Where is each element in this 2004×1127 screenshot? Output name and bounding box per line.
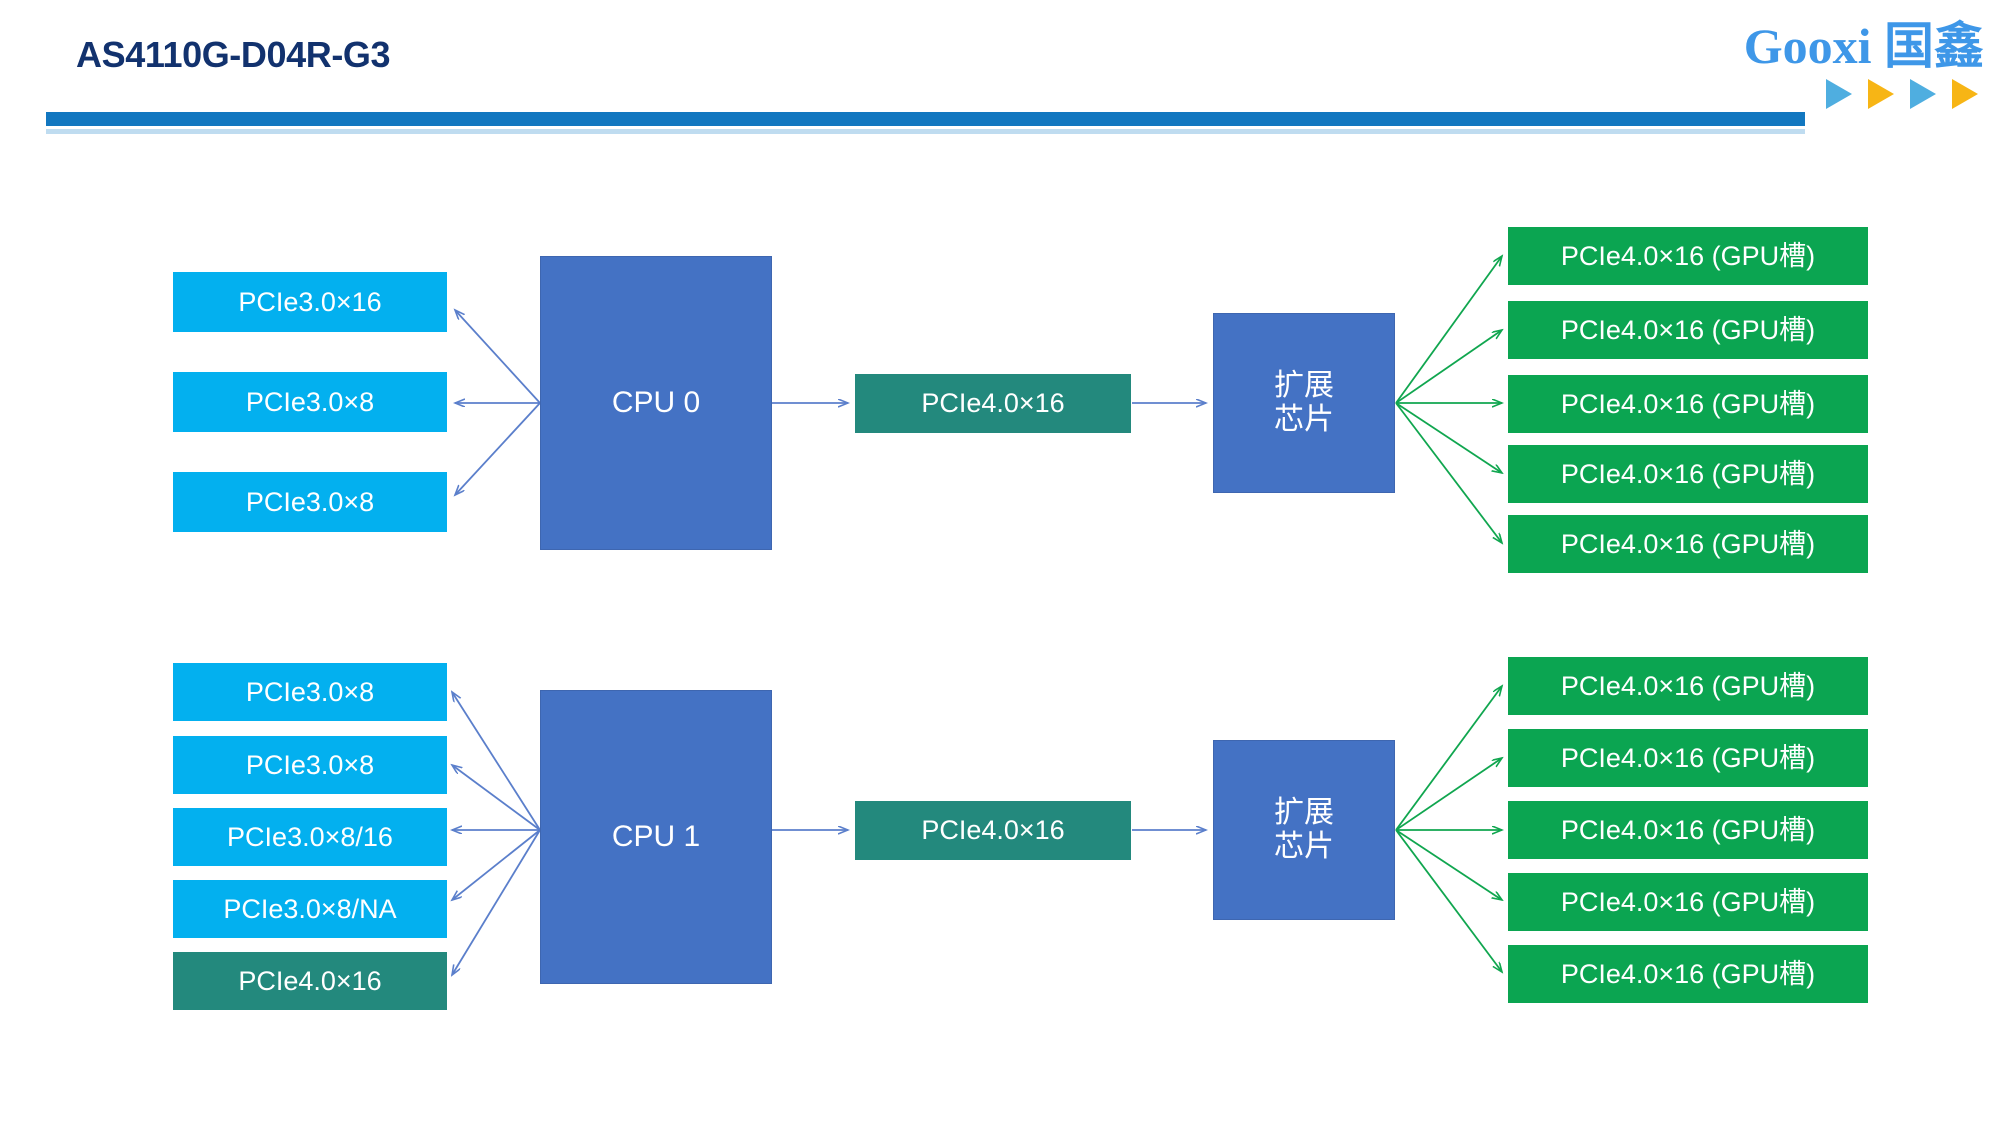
cpu0-block[interactable]: CPU 0 [540, 256, 772, 550]
brand-chinese-text: 国鑫 [1884, 17, 1984, 75]
header-rule-secondary [46, 129, 1805, 134]
triangle-icon-4 [1952, 78, 1978, 109]
slot-cpu0-left-2[interactable]: PCIe3.0×8 [173, 372, 447, 432]
switch-chip-cpu1[interactable]: 扩展 芯片 [1213, 740, 1395, 920]
switch-chip-cpu0[interactable]: 扩展 芯片 [1213, 313, 1395, 493]
uplink-cpu0[interactable]: PCIe4.0×16 [855, 374, 1131, 433]
header-rule-primary [46, 112, 1805, 126]
gpu-slot-cpu1-4[interactable]: PCIe4.0×16 (GPU槽) [1508, 873, 1868, 931]
slot-cpu1-left-5[interactable]: PCIe4.0×16 [173, 952, 447, 1010]
slot-cpu1-left-3[interactable]: PCIe3.0×8/16 [173, 808, 447, 866]
gpu-slot-cpu0-1[interactable]: PCIe4.0×16 (GPU槽) [1508, 227, 1868, 285]
gpu-slot-cpu0-4[interactable]: PCIe4.0×16 (GPU槽) [1508, 445, 1868, 503]
switch1-gpu-connectors [1395, 686, 1502, 972]
triangle-icon-2 [1868, 78, 1894, 109]
switch0-gpu-connectors [1395, 256, 1502, 543]
brand-logo: Gooxi 国鑫 [1744, 20, 1984, 109]
brand-latin-text: Gooxi [1743, 18, 1872, 74]
brand-arrow-group [1744, 78, 1984, 109]
gpu-slot-cpu0-5[interactable]: PCIe4.0×16 (GPU槽) [1508, 515, 1868, 573]
slot-cpu1-left-2[interactable]: PCIe3.0×8 [173, 736, 447, 794]
cpu1-left-connectors [452, 692, 541, 975]
gpu-slot-cpu1-3[interactable]: PCIe4.0×16 (GPU槽) [1508, 801, 1868, 859]
cpu0-left-connectors [455, 310, 541, 495]
gpu-slot-cpu1-2[interactable]: PCIe4.0×16 (GPU槽) [1508, 729, 1868, 787]
slot-cpu0-left-1[interactable]: PCIe3.0×16 [173, 272, 447, 332]
gpu-slot-cpu0-3[interactable]: PCIe4.0×16 (GPU槽) [1508, 375, 1868, 433]
uplink-cpu1[interactable]: PCIe4.0×16 [855, 801, 1131, 860]
triangle-icon-3 [1910, 78, 1936, 109]
cpu1-block[interactable]: CPU 1 [540, 690, 772, 984]
gpu-slot-cpu0-2[interactable]: PCIe4.0×16 (GPU槽) [1508, 301, 1868, 359]
slot-cpu1-left-4[interactable]: PCIe3.0×8/NA [173, 880, 447, 938]
gpu-slot-cpu1-1[interactable]: PCIe4.0×16 (GPU槽) [1508, 657, 1868, 715]
page-title: AS4110G-D04R-G3 [76, 34, 391, 75]
brand-logo-text: Gooxi 国鑫 [1744, 20, 1984, 73]
gpu-slot-cpu1-5[interactable]: PCIe4.0×16 (GPU槽) [1508, 945, 1868, 1003]
slot-cpu1-left-1[interactable]: PCIe3.0×8 [173, 663, 447, 721]
slot-cpu0-left-3[interactable]: PCIe3.0×8 [173, 472, 447, 532]
triangle-icon-1 [1826, 78, 1852, 109]
